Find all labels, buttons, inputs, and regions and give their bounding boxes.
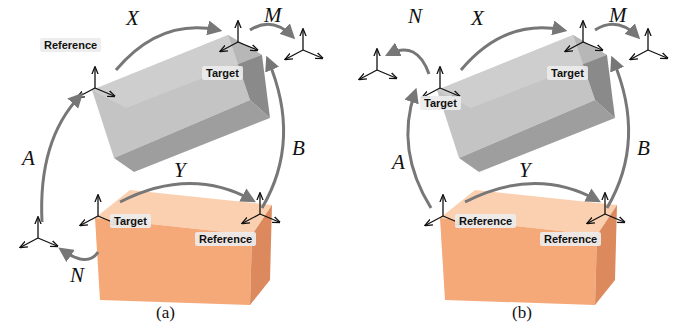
frame-tag: Reference (40, 38, 101, 52)
tag-text: Reference (44, 39, 97, 51)
transform-label: Y (519, 160, 531, 181)
transform-label: B (292, 138, 305, 159)
transform-label: N (70, 265, 84, 286)
transform-label: M (609, 5, 627, 26)
frame (566, 22, 602, 51)
frame-tag: Reference (455, 214, 516, 228)
transform-label: B (637, 138, 650, 159)
frame (221, 22, 257, 51)
transform-label: N (408, 6, 422, 27)
transform-label: A (392, 152, 405, 173)
orange-block (440, 190, 617, 305)
transform-label: A (22, 148, 35, 169)
tag-text: Target (206, 67, 239, 79)
tag-text: Reference (199, 233, 252, 245)
tag-text: Target (114, 215, 147, 227)
frame (21, 218, 57, 247)
transform-label: M (264, 5, 282, 26)
panel-caption: (b) (512, 304, 532, 321)
frame-tag: Target (420, 96, 461, 110)
tag-text: Target (551, 67, 584, 79)
frame-tag: Target (110, 214, 151, 228)
frame-tag: Target (202, 66, 243, 80)
grey-block (92, 35, 270, 172)
transform-arrows (42, 24, 292, 259)
grey-block (437, 35, 615, 172)
frame-tag: Reference (540, 232, 601, 246)
frame-tag: Reference (195, 232, 256, 246)
transform-label: X (471, 8, 484, 29)
panel-caption: (a) (156, 304, 175, 321)
tag-text: Reference (544, 233, 597, 245)
frame-tag: Target (547, 66, 588, 80)
transform-label: Y (174, 160, 186, 181)
transform-label: X (126, 8, 139, 29)
transform-arrows (389, 24, 637, 208)
orange-block (95, 190, 272, 305)
frame (78, 68, 114, 97)
tag-text: Target (424, 97, 457, 109)
tag-text: Reference (459, 215, 512, 227)
